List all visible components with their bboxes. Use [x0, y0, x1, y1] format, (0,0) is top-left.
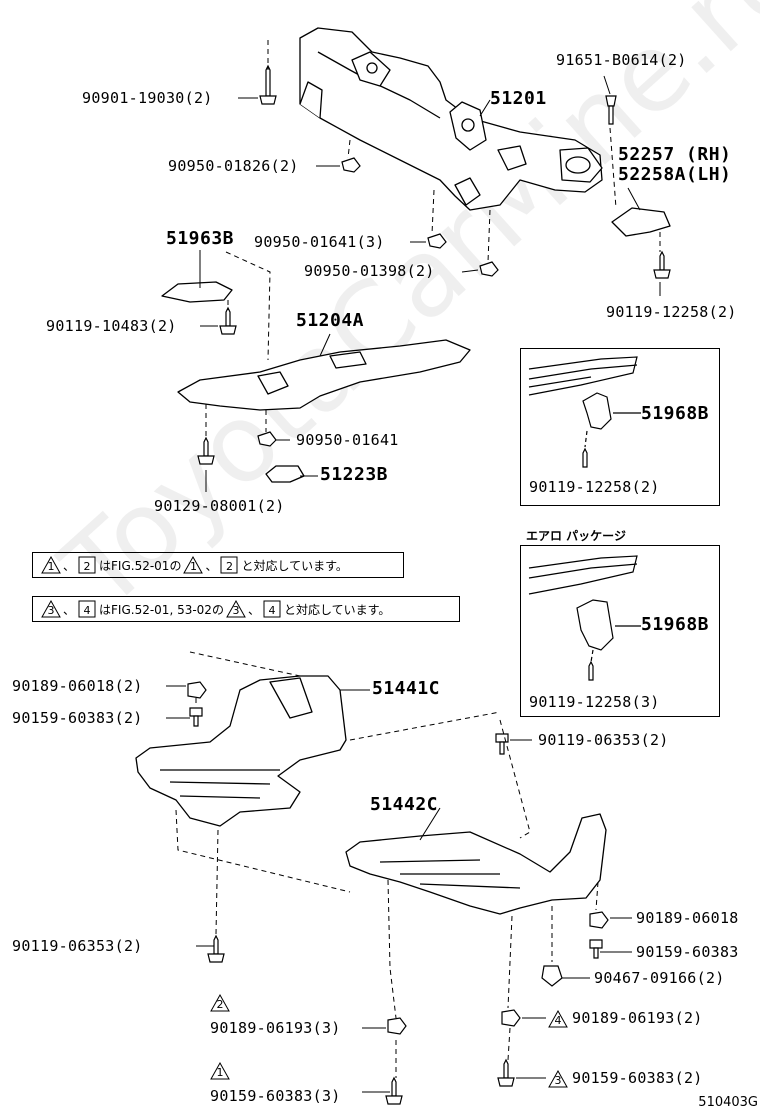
label-stopper-51223b: 51223B	[320, 464, 389, 485]
member-drawing	[177, 339, 471, 411]
square-marker-icon: 4	[262, 600, 282, 618]
label-nut-90950-01641-b: 90950-01641	[296, 431, 399, 449]
note1-text-b: と対応しています。	[241, 558, 348, 573]
stopper-drawing	[265, 465, 305, 483]
label-clip-90189-06193-a: 90189-06193(3)	[210, 1019, 341, 1037]
label-cover-51441c: 51441C	[372, 678, 441, 699]
triangle-marker-icon: 1	[183, 556, 204, 574]
inset2-title: エアロ パッケージ	[526, 529, 626, 543]
triangle-marker-icon: 1	[41, 556, 61, 574]
crossmember-drawing	[299, 27, 603, 211]
inset2-bolt-90119-12258: 90119-12258(3)	[529, 693, 660, 711]
leader-lines	[166, 75, 661, 1093]
inset2-part-51968b: 51968B	[641, 614, 710, 635]
note1-text-a: はFIG.52-01の	[99, 558, 182, 573]
note-box-1: 1 、 2 はFIG.52-01の 1 、 2 と対応しています。	[32, 552, 404, 578]
triangle-marker-icon: 4	[548, 1010, 568, 1028]
inset-box-aero-package: 51968B 90119-12258(3)	[520, 545, 720, 717]
label-bolt-90119-06353-b: 90119-06353(2)	[12, 937, 143, 955]
label-nut-90950-01826: 90950-01826(2)	[168, 157, 299, 175]
label-clip-90467-09166: 90467-09166(2)	[594, 969, 725, 987]
square-marker-icon: 2	[219, 556, 239, 574]
label-nut-90950-01641-a: 90950-01641(3)	[254, 233, 385, 251]
note-box-2: 3 、 4 はFIG.52-01, 53-02の 3 、 4 と対応しています。	[32, 596, 460, 622]
label-bracket-52258a: 52258A(LH)	[618, 164, 732, 185]
assembly-dashed-lines	[175, 40, 661, 1078]
label-bracket-52257: 52257 (RH)	[618, 144, 732, 165]
square-marker-icon: 2	[77, 556, 97, 574]
label-cover-51442c: 51442C	[370, 794, 439, 815]
cover-left-drawing	[135, 675, 347, 827]
triangle-marker-icon: 1	[210, 1062, 230, 1080]
inset2-artwork	[528, 555, 641, 681]
square-marker-icon: 4	[77, 600, 97, 618]
label-member-51204a: 51204A	[296, 310, 365, 331]
plate-drawing	[161, 281, 233, 303]
inset1-bolt-90119-12258: 90119-12258(2)	[529, 478, 660, 496]
label-clip-90189-06018-a: 90189-06018(2)	[12, 677, 143, 695]
triangle-marker-icon: 3	[41, 600, 61, 618]
triangle-marker-icon: 2	[210, 994, 230, 1012]
note2-text-a: はFIG.52-01, 53-02の	[99, 602, 224, 617]
label-screw-90159-60383-a: 90159-60383(2)	[12, 709, 143, 727]
bracket-drawing	[611, 207, 671, 237]
label-plate-51963b: 51963B	[166, 228, 235, 249]
label-bolt-90119-10483: 90119-10483(2)	[46, 317, 177, 335]
note1-sep: 、	[63, 558, 76, 573]
cover-right-drawing	[345, 813, 607, 915]
label-clip-90189-06193-b: 90189-06193(2)	[572, 1009, 703, 1027]
label-bolt-90901-19030: 90901-19030(2)	[82, 89, 213, 107]
label-screw-90159-60383-c: 90159-60383(3)	[210, 1087, 341, 1105]
label-screw-90159-60383-b: 90159-60383	[636, 943, 739, 961]
note2-sep: 、	[63, 602, 76, 617]
diagram-id: 510403G	[698, 1095, 758, 1110]
inset1-artwork	[528, 356, 641, 468]
label-bolt-90119-12258-a: 90119-12258(2)	[606, 303, 737, 321]
label-bolt-90119-06353-a: 90119-06353(2)	[538, 731, 669, 749]
label-bolt-91651-b0614: 91651-B0614(2)	[556, 51, 687, 69]
note1-sep: 、	[205, 558, 218, 573]
label-crossmember-51201: 51201	[490, 88, 547, 109]
inset-box-standard: 51968B 90119-12258(2)	[520, 348, 720, 506]
triangle-marker-icon: 3	[226, 600, 246, 618]
label-bolt-90129-08001: 90129-08001(2)	[154, 497, 285, 515]
note2-sep: 、	[247, 602, 260, 617]
label-nut-90950-01398: 90950-01398(2)	[304, 262, 435, 280]
note2-text-b: と対応しています。	[283, 602, 391, 617]
label-clip-90189-06018-b: 90189-06018	[636, 909, 739, 927]
inset1-part-51968b: 51968B	[641, 403, 710, 424]
label-screw-90159-60383-d: 90159-60383(2)	[572, 1069, 703, 1087]
triangle-marker-icon: 3	[548, 1070, 568, 1088]
fasteners	[187, 64, 671, 1105]
